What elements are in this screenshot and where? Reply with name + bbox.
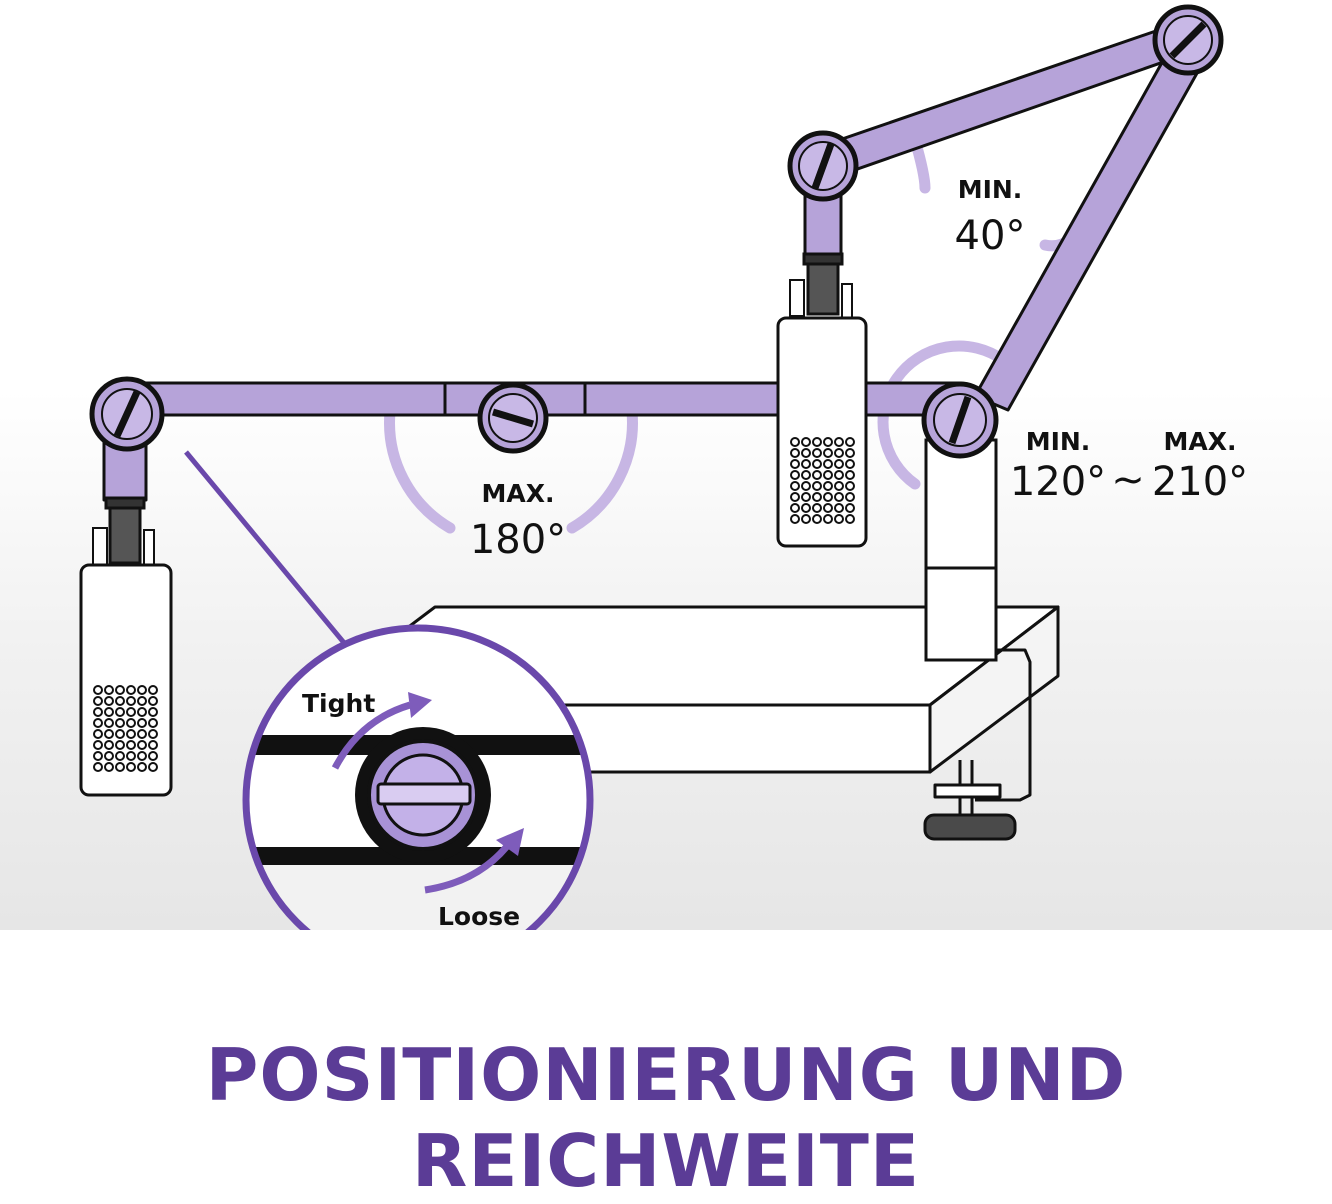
heading-line-1: POSITIONIERUNG UND xyxy=(205,1033,1127,1117)
zoom-detail: Tight Loose xyxy=(246,689,590,930)
microphone-front xyxy=(79,496,173,797)
upper-angle-label: MIN. xyxy=(958,175,1023,204)
boom-arm-diagram: Tight Loose MAX. 180° MIN. 40° MIN. MAX.… xyxy=(79,4,1248,930)
diagram-background: Tight Loose MAX. 180° MIN. 40° MIN. MAX.… xyxy=(0,0,1332,930)
tight-label: Tight xyxy=(302,689,375,718)
microphone-upper xyxy=(776,252,868,548)
upper-angle-value: 40° xyxy=(955,213,1026,259)
joint-upper-left xyxy=(787,130,859,202)
joint-left xyxy=(89,376,165,452)
loose-label: Loose xyxy=(438,902,520,930)
base-angle-max-label: MAX. xyxy=(1164,427,1237,456)
loose-arrow xyxy=(424,828,524,894)
heading-line-2: REICHWEITE xyxy=(411,1119,921,1203)
page-heading: POSITIONIERUNG UND REICHWEITE xyxy=(0,1032,1332,1204)
base-angle-max-value: 210° xyxy=(1152,459,1248,505)
base-angle-min-value: 120° xyxy=(1010,459,1106,505)
desk-clamp xyxy=(923,648,1032,841)
tight-arrow xyxy=(331,692,432,770)
zoom-pointer-line xyxy=(184,450,347,646)
joint-base xyxy=(921,381,999,459)
base-angle-min-label: MIN. xyxy=(1026,427,1091,456)
base-angle-separator: ~ xyxy=(1111,457,1145,503)
base-post xyxy=(924,438,998,662)
zoom-callout: Tight Loose xyxy=(184,450,594,930)
zoom-ring xyxy=(242,624,594,930)
span-angle-value: 180° xyxy=(470,517,566,563)
span-angle-label: MAX. xyxy=(482,479,555,508)
joint-top xyxy=(1152,4,1224,76)
joint-middle xyxy=(477,382,549,454)
